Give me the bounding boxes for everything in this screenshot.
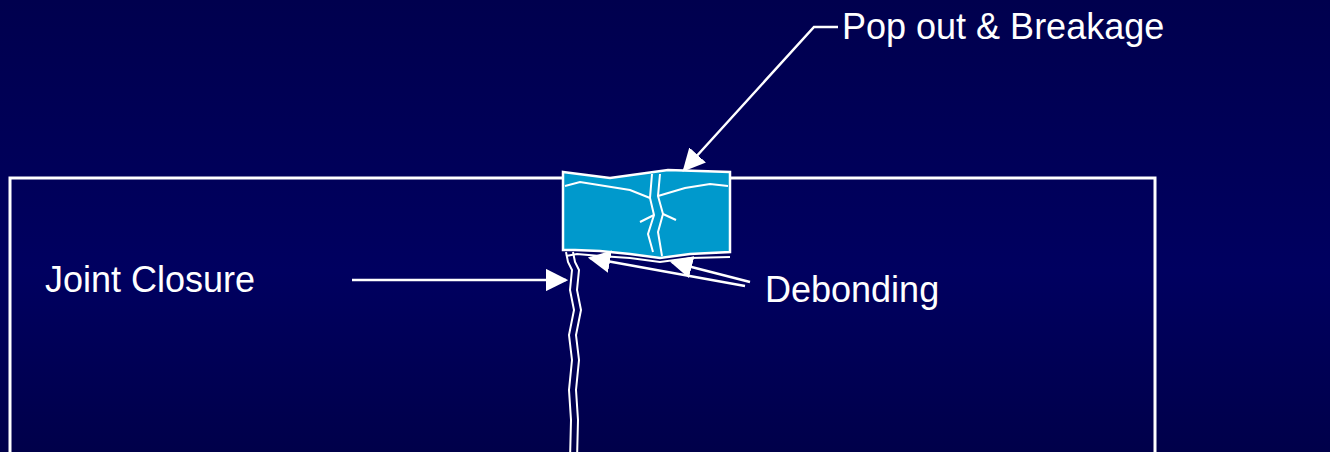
leader-line: [684, 27, 838, 170]
callout-label: Debonding: [765, 268, 939, 311]
leader-line: [352, 279, 566, 282]
crack-lines: [565, 174, 728, 256]
spalled-patch: [563, 170, 730, 258]
callout-label: Joint Closure: [45, 258, 255, 301]
joint-line: [566, 252, 574, 452]
leader-line: [590, 258, 745, 286]
callout-label: Pop out & Breakage: [842, 5, 1164, 48]
leader-line: [672, 262, 750, 282]
joint-line: [573, 252, 581, 452]
